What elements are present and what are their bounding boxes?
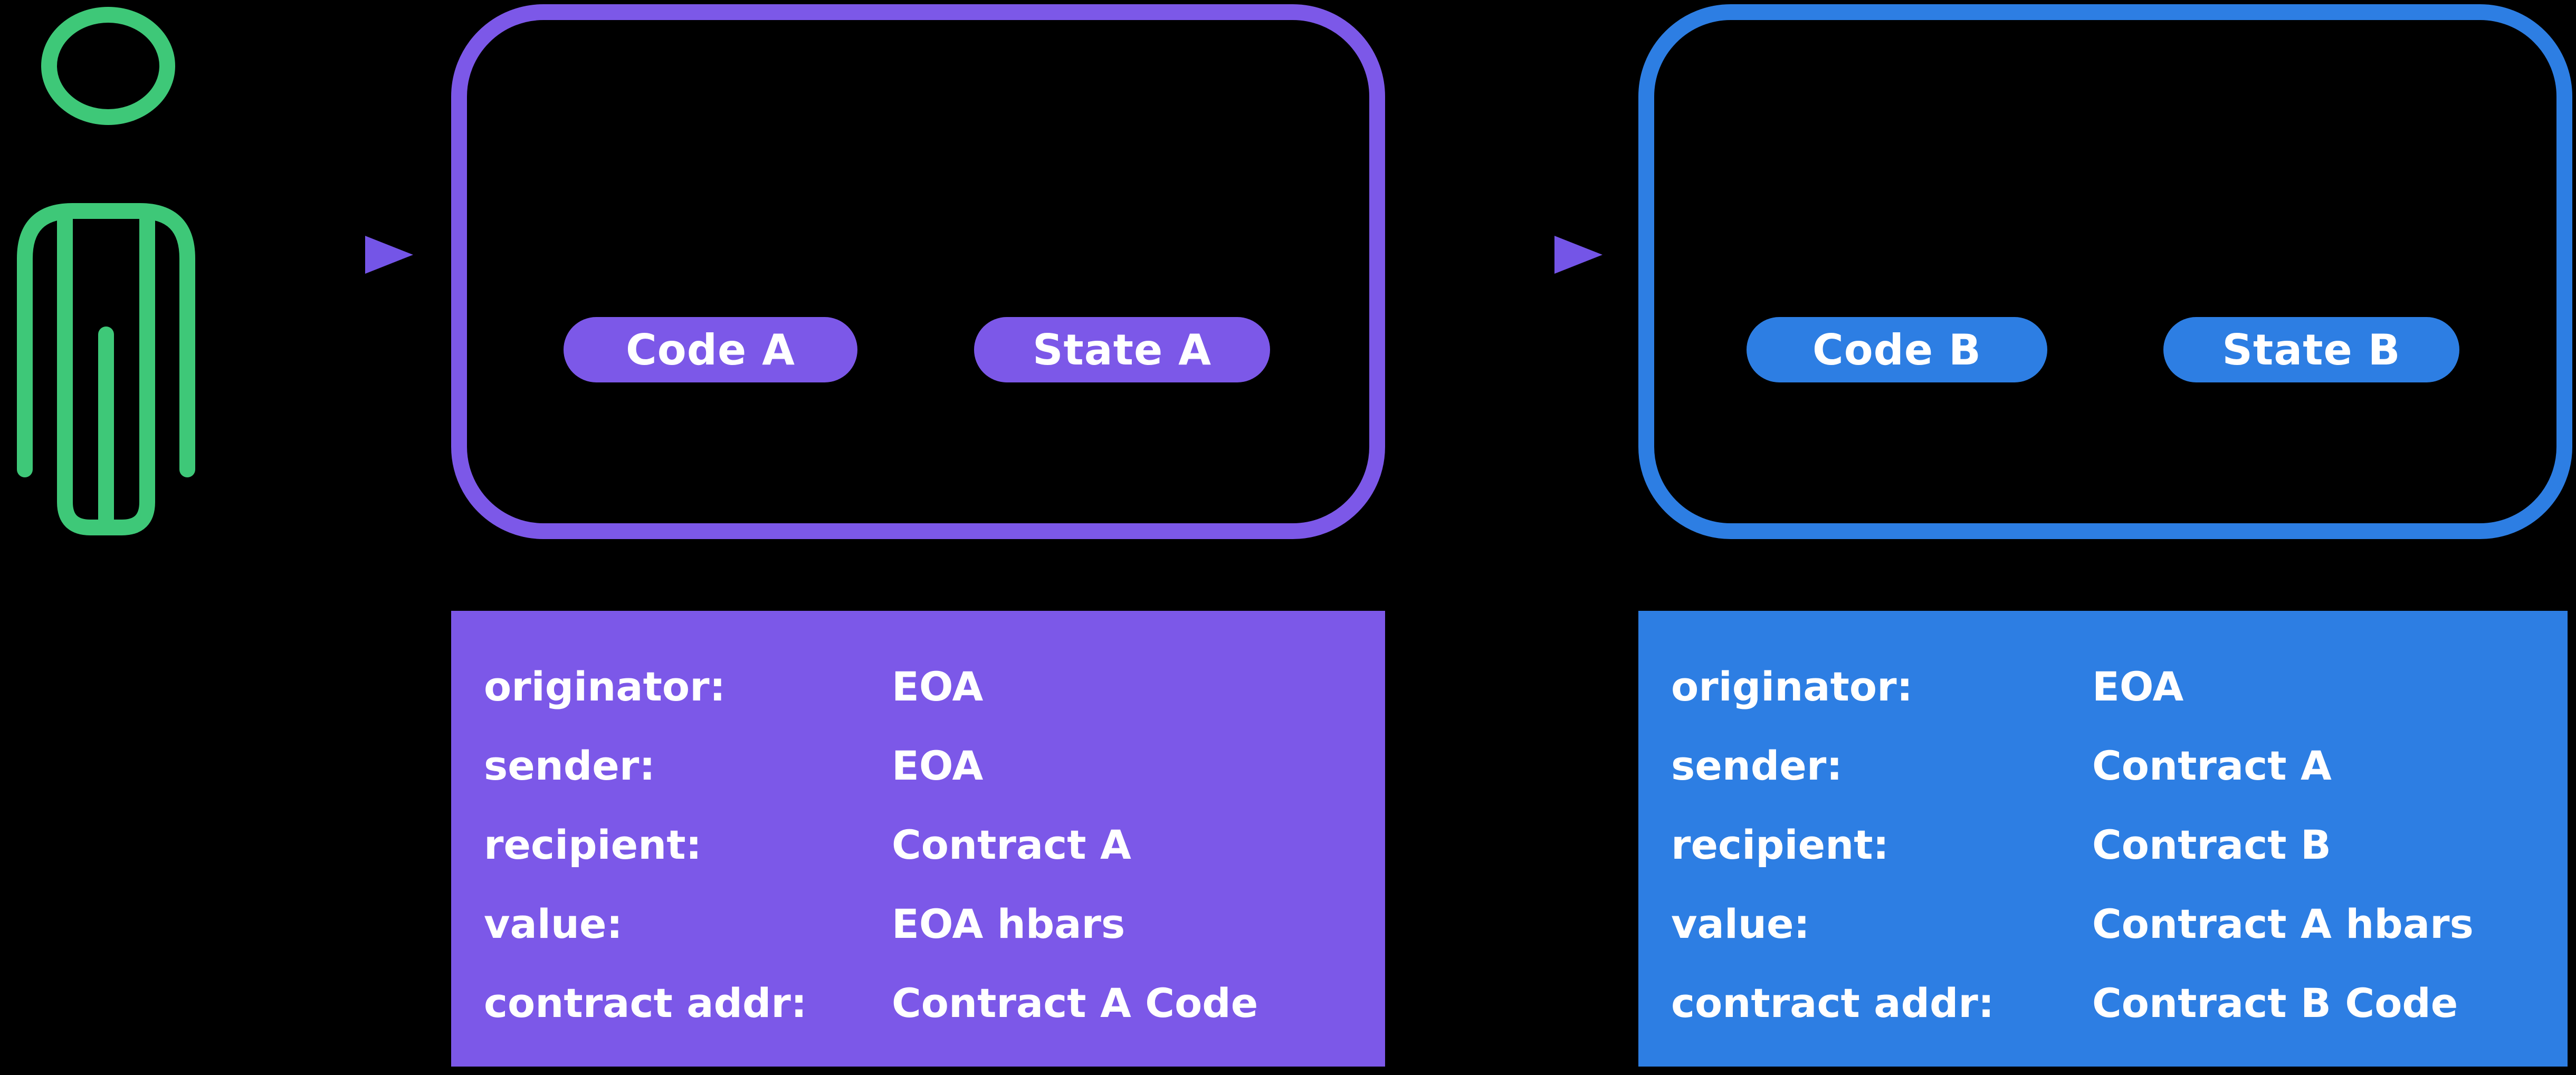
contract-a-box <box>451 4 1385 539</box>
row-label: recipient: <box>1671 821 1889 868</box>
code-a-pill: Code A <box>564 317 857 382</box>
table-row: contract addr: Contract B Code <box>1671 963 2557 1042</box>
table-row: recipient: Contract B <box>1671 805 2557 884</box>
row-label: contract addr: <box>484 979 807 1026</box>
table-row: originator: EOA <box>484 647 1375 726</box>
row-value: Contract A <box>2092 742 2332 789</box>
table-row: value: Contract A hbars <box>1671 884 2557 963</box>
state-a-pill: State A <box>974 317 1270 382</box>
code-b-pill: Code B <box>1747 317 2047 382</box>
row-label: sender: <box>1671 742 1843 789</box>
row-label: originator: <box>484 663 726 710</box>
row-value: EOA <box>892 663 984 710</box>
row-label: contract addr: <box>1671 979 1995 1026</box>
row-value: Contract B Code <box>2092 979 2458 1026</box>
contract-b-call-frame-table: originator: EOA sender: Contract A recip… <box>1638 611 2568 1067</box>
row-value: Contract A Code <box>892 979 1258 1026</box>
arrow-contract-a-to-contract-b-icon <box>1421 236 1602 274</box>
contract-a-call-frame-table: originator: EOA sender: EOA recipient: C… <box>451 611 1385 1067</box>
table-row: contract addr: Contract A Code <box>484 963 1375 1042</box>
row-label: value: <box>484 900 623 947</box>
table-row: recipient: Contract A <box>484 805 1375 884</box>
row-value: Contract A <box>892 821 1131 868</box>
person-icon <box>17 7 195 535</box>
arrow-eoa-to-contract-a-icon <box>233 236 413 274</box>
state-b-pill: State B <box>2163 317 2459 382</box>
row-value: EOA <box>2092 663 2184 710</box>
table-row: originator: EOA <box>1671 647 2557 726</box>
row-value: EOA <box>892 742 984 789</box>
row-label: sender: <box>484 742 655 789</box>
contract-b-box <box>1638 4 2572 539</box>
row-label: recipient: <box>484 821 702 868</box>
table-row: sender: EOA <box>484 726 1375 805</box>
table-row: value: EOA hbars <box>484 884 1375 963</box>
row-value: EOA hbars <box>892 900 1125 947</box>
row-label: value: <box>1671 900 1810 947</box>
row-value: Contract A hbars <box>2092 900 2474 947</box>
person-arms <box>17 203 195 477</box>
row-value: Contract B <box>2092 821 2331 868</box>
row-label: originator: <box>1671 663 1913 710</box>
person-head <box>41 7 175 125</box>
table-row: sender: Contract A <box>1671 726 2557 805</box>
